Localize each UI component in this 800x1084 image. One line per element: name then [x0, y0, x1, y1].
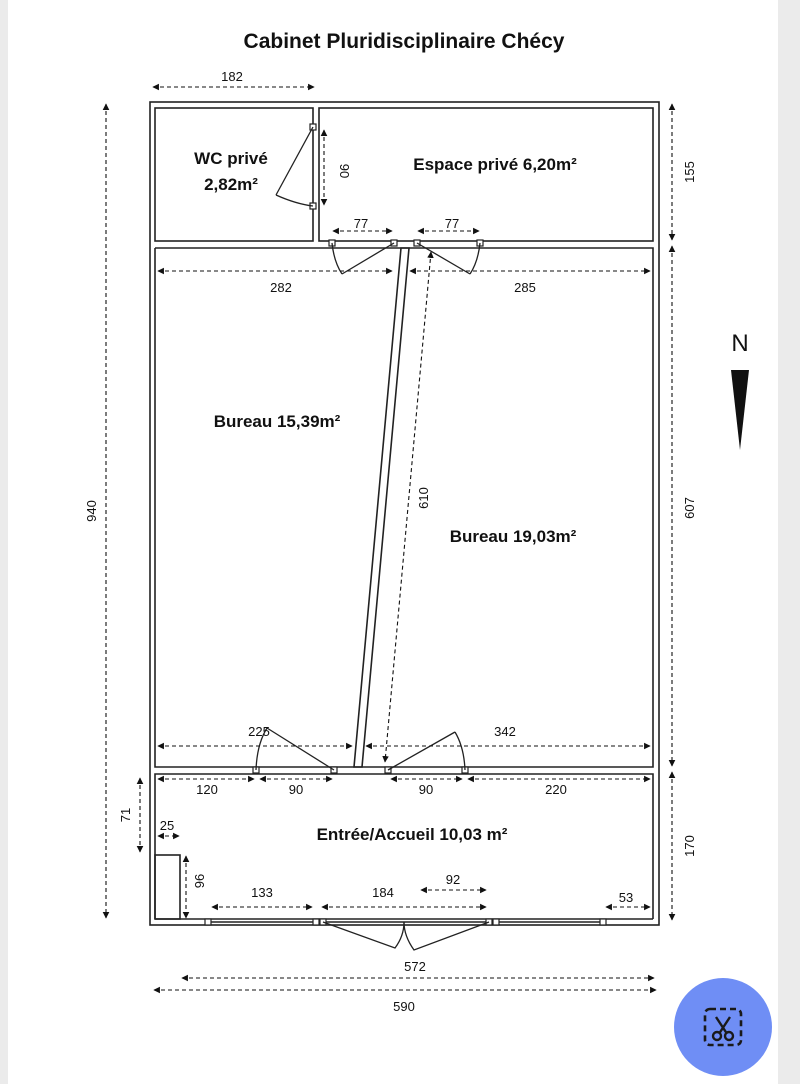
north-arrow-shape	[731, 370, 749, 450]
dim-71: 71	[118, 808, 133, 822]
wc-door-arc	[275, 194, 314, 207]
dim-282: 282	[270, 280, 292, 295]
walls	[149, 101, 660, 926]
dim-77a: 77	[354, 216, 368, 231]
espace-prive-outline	[318, 107, 654, 242]
dimline-610	[382, 251, 434, 763]
north-arrow-icon: N	[731, 330, 749, 450]
door-posts	[204, 123, 607, 926]
door-post	[312, 918, 320, 926]
dim-607: 607	[682, 497, 697, 519]
dim-155: 155	[682, 161, 697, 183]
dimension-lines	[102, 83, 676, 994]
dim-120: 120	[196, 782, 218, 797]
entree-outline	[154, 773, 654, 919]
selection-tool-button[interactable]	[674, 978, 772, 1076]
espace-prive-label: Espace privé 6,20m²	[413, 155, 577, 174]
dim-225: 225	[248, 724, 270, 739]
entree-label: Entrée/Accueil 10,03 m²	[317, 825, 508, 844]
dim-90b: 90	[419, 782, 433, 797]
wc-room-outline	[154, 107, 314, 242]
front-door-leaf-right	[403, 921, 490, 951]
door-post	[492, 918, 500, 926]
door-leaf	[266, 727, 335, 771]
dim-590: 590	[393, 999, 415, 1014]
door-arc	[454, 731, 466, 771]
entree-cupboard	[154, 854, 181, 920]
dim-96: 96	[192, 874, 207, 888]
floor-plan: Cabinet Pluridisciplinaire Chécy	[84, 30, 749, 1014]
dim-92: 92	[446, 872, 460, 887]
door-post	[204, 918, 212, 926]
wc-door-leaf	[275, 126, 314, 196]
bureau-block-outline	[154, 247, 654, 768]
wc-label-line2: 2,82m²	[204, 175, 258, 194]
dimension-labels: 182 155 607 170 940 90 77 77 282 285 610…	[84, 69, 697, 1014]
dim-610: 610	[416, 487, 431, 509]
dim-342: 342	[494, 724, 516, 739]
dim-572: 572	[404, 959, 426, 974]
door-leaf	[387, 731, 456, 771]
north-label: N	[731, 330, 748, 357]
wc-label-line1: WC privé	[194, 149, 268, 168]
door-post	[599, 918, 607, 926]
plan-title: Cabinet Pluridisciplinaire Chécy	[244, 30, 565, 53]
dim-133: 133	[251, 885, 273, 900]
dim-wc-door-90: 90	[337, 164, 352, 178]
document-page: Cabinet Pluridisciplinaire Chécy	[8, 0, 778, 1084]
outer-wall-outline	[149, 101, 660, 926]
dim-53: 53	[619, 890, 633, 905]
dim-25: 25	[160, 818, 174, 833]
dim-184: 184	[372, 885, 394, 900]
dim-220: 220	[545, 782, 567, 797]
dim-77b: 77	[445, 216, 459, 231]
dim-170: 170	[682, 835, 697, 857]
scissors-selection-icon	[703, 1007, 743, 1047]
dim-940: 940	[84, 500, 99, 522]
bureau-1-label: Bureau 15,39m²	[214, 412, 341, 431]
dim-182: 182	[221, 69, 243, 84]
dim-285: 285	[514, 280, 536, 295]
front-door-leaf-left	[322, 921, 405, 949]
bureau-2-label: Bureau 19,03m²	[450, 527, 577, 546]
diagonal-partition	[353, 247, 410, 768]
dim-90a: 90	[289, 782, 303, 797]
